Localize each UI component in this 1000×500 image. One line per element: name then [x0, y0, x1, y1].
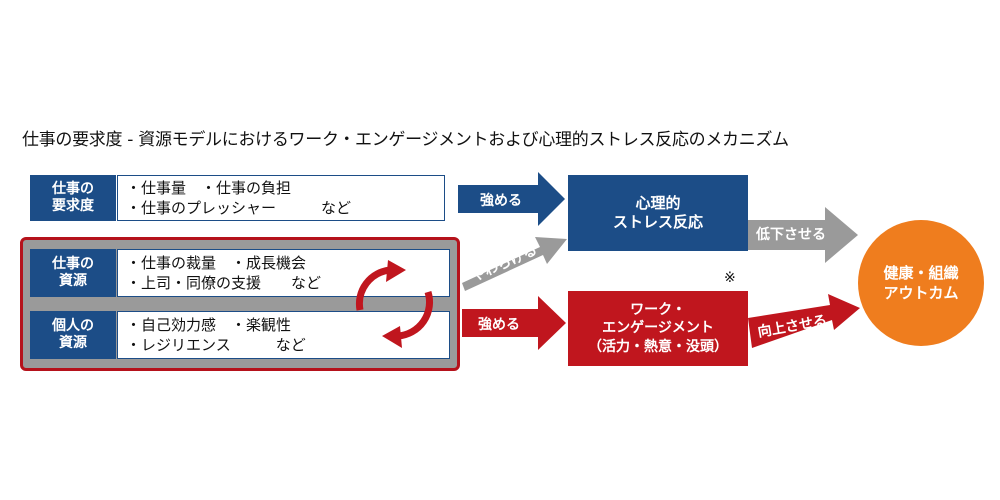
cycle-arrowhead-top	[386, 260, 406, 282]
arrow-strengthen-stress	[458, 172, 565, 226]
arrow-strengthen-engagement	[462, 296, 566, 350]
job-demands-label: 仕事の 要求度	[30, 175, 116, 221]
cycle-icon	[355, 266, 434, 340]
job-resources-label: 仕事の 資源	[30, 249, 116, 297]
job-demands-items: ・仕事量 ・仕事の負担 ・仕事のプレッシャー など	[117, 175, 445, 221]
strengthen-label-2: 強める	[478, 317, 520, 333]
job-resources-item-1: ・仕事の裁量 ・成長機会	[126, 254, 307, 272]
personal-resources-label: 個人の 資源	[30, 311, 116, 359]
arrow-soften-stress	[462, 237, 567, 291]
work-engagement-box: ワーク・ エンゲージメント （活力・熱意・没頭）	[568, 291, 748, 366]
personal-resources-item-2: ・レジリエンス など	[126, 336, 306, 354]
arrow-lower-outcome	[748, 207, 858, 263]
strengthen-label-1: 強める	[480, 193, 522, 209]
lower-label: 低下させる	[756, 227, 826, 243]
stress-response-box: 心理的 ストレス反応	[568, 175, 748, 251]
arrow-improve-outcome	[748, 294, 860, 348]
job-resources-item-2: ・上司・同僚の支援 など	[126, 274, 322, 292]
personal-resources-item-1: ・自己効力感 ・楽観性	[126, 316, 292, 334]
diagram-title: 仕事の要求度 - 資源モデルにおけるワーク・エンゲージメントおよび心理的ストレス…	[22, 130, 789, 150]
note-mark: ※	[724, 270, 736, 286]
job-demands-item-2: ・仕事のプレッシャー など	[126, 199, 352, 217]
job-demands-item-1: ・仕事量 ・仕事の負担	[126, 179, 292, 197]
cycle-arrowhead-bottom	[382, 326, 402, 348]
outcome-circle: 健康・組織 アウトカム	[858, 220, 984, 346]
